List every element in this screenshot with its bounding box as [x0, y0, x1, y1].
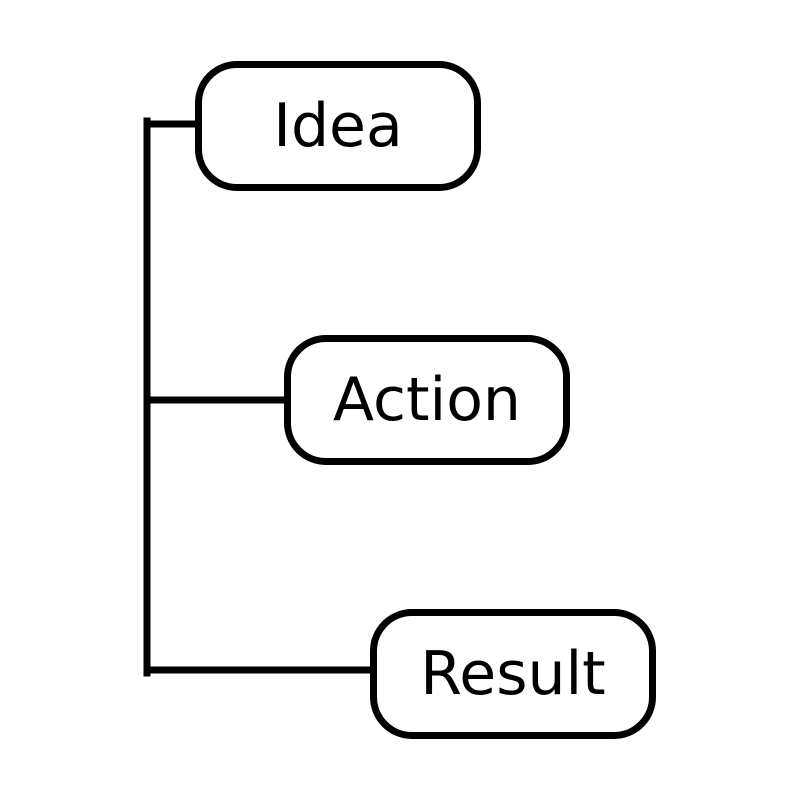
action-node: Action — [284, 335, 570, 465]
result-label: Result — [420, 639, 606, 709]
result-node: Result — [370, 609, 656, 739]
idea-node: Idea — [195, 61, 481, 191]
idea-label: Idea — [273, 91, 403, 161]
action-label: Action — [333, 365, 521, 435]
